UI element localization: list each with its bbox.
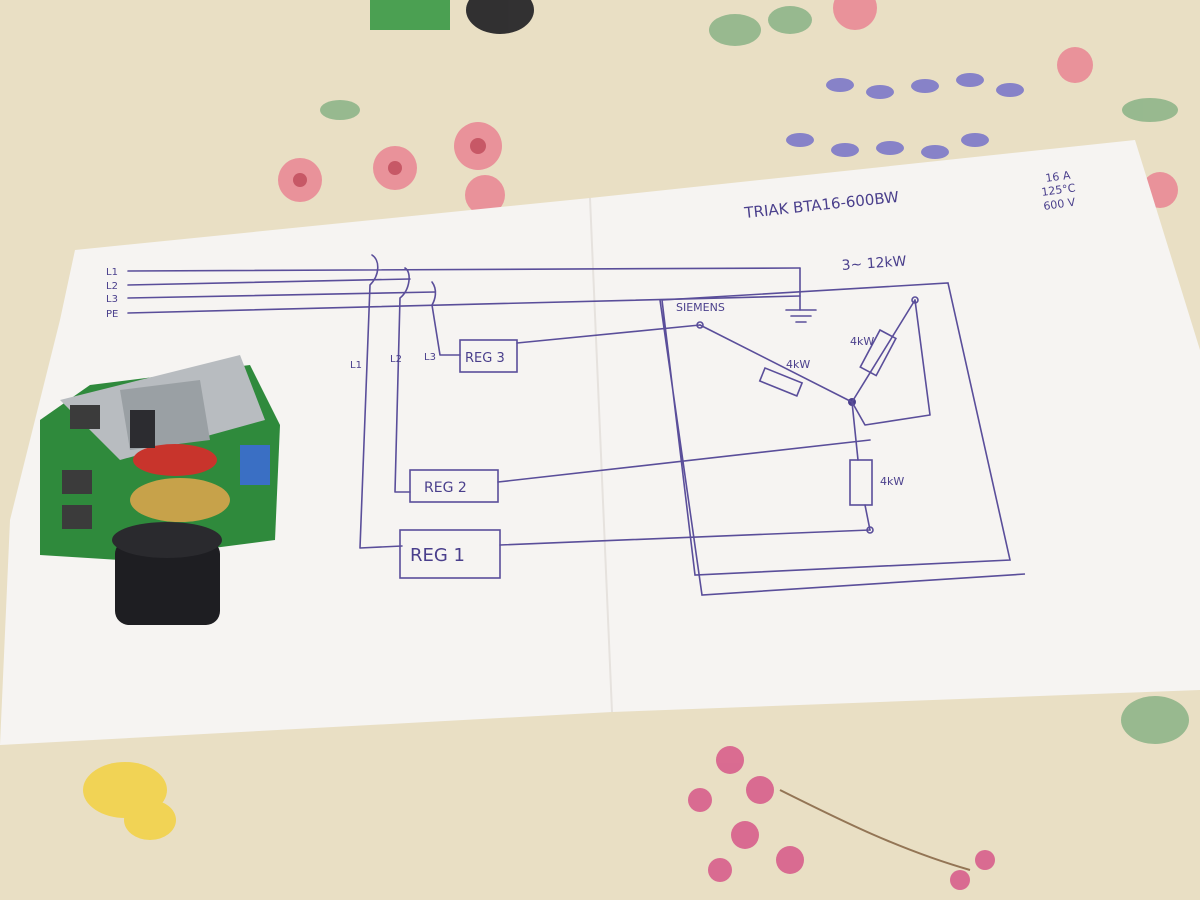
resistor-2-label: 4kW — [850, 335, 874, 348]
triac-spec-temp: 125°C — [1041, 181, 1077, 199]
bus-line-l3 — [127, 291, 436, 299]
ground-symbol-icon — [785, 309, 817, 323]
knob — [115, 540, 220, 625]
resistor-1-label: 4kW — [786, 358, 810, 371]
heater-rating: 3~ 12kW — [841, 253, 907, 273]
resistor-2 — [859, 328, 897, 377]
reg2-label: REG 2 — [424, 480, 467, 496]
bus-line-l1 — [127, 267, 801, 272]
phase-label-l2: L2 — [106, 281, 118, 292]
reg1-label: REG 1 — [410, 545, 465, 566]
phase-label-l1: L1 — [106, 267, 118, 278]
resistor-3-label: 4kW — [880, 475, 904, 488]
reg3-label: REG 3 — [465, 351, 505, 366]
phase-label-l3: L3 — [106, 294, 118, 305]
brand-label: SIEMENS — [676, 301, 725, 314]
bus-line-l2 — [127, 278, 411, 286]
resistor-1 — [758, 366, 804, 398]
triac-spec-voltage: 600 V — [1043, 196, 1077, 213]
reg1-box — [399, 529, 501, 579]
flower-pattern — [83, 0, 1189, 890]
dimmer-module — [40, 355, 280, 625]
phase-label-pe: PE — [106, 309, 118, 320]
drop-label-l2: L2 — [390, 354, 402, 365]
reg2-box — [409, 469, 499, 503]
resistor-3 — [849, 459, 873, 506]
capacitor — [133, 444, 217, 476]
reg3-box — [459, 339, 518, 373]
drop-label-l1: L1 — [350, 360, 362, 371]
heater-frame — [659, 282, 1026, 596]
triac-spec-current: 16 A — [1045, 169, 1072, 185]
drop-label-l3: L3 — [424, 352, 436, 363]
